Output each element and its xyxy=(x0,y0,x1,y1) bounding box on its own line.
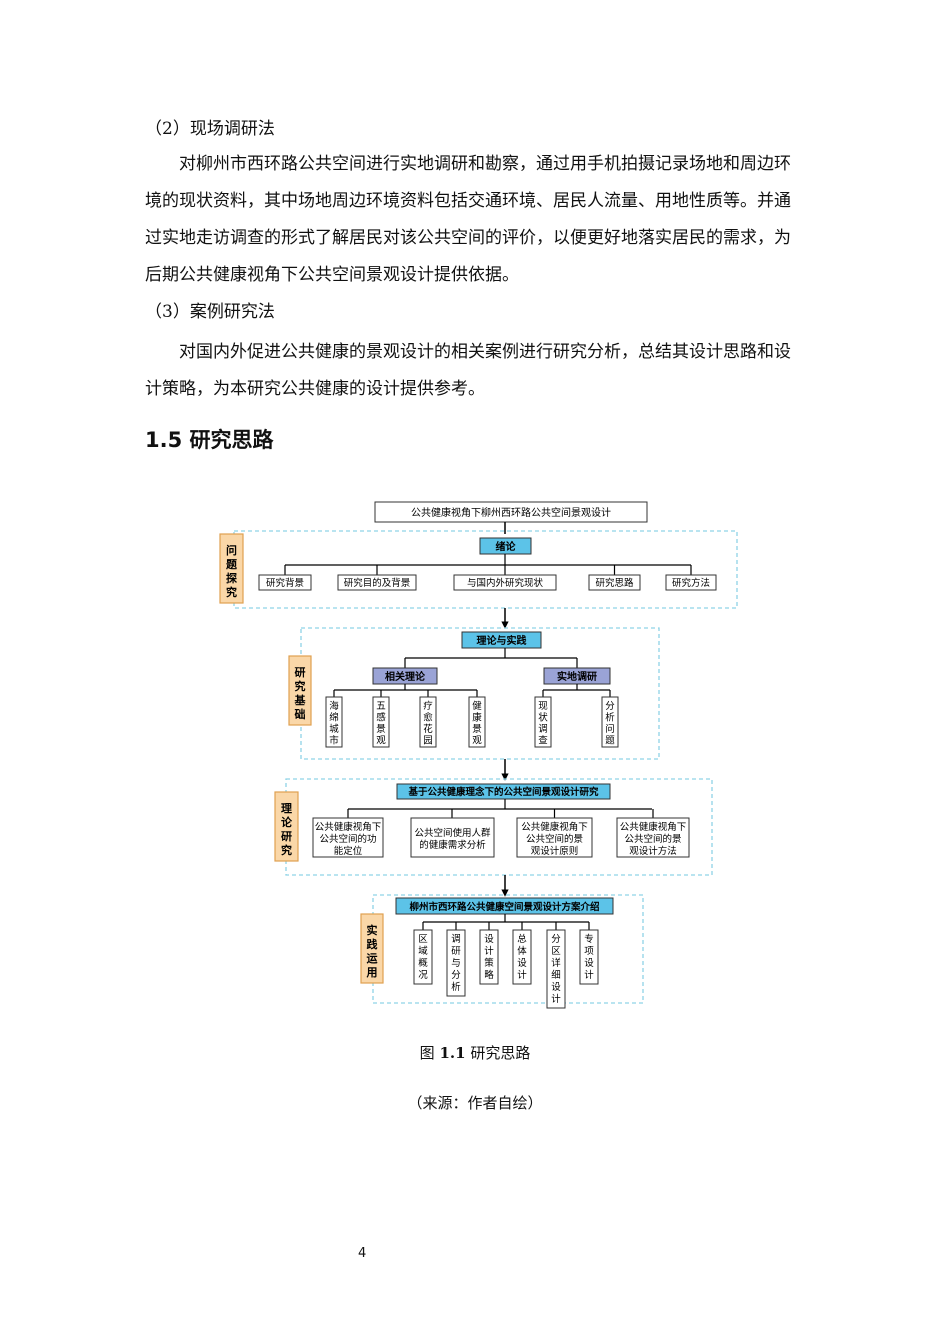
section-3-title: （3）案例研究法 xyxy=(145,302,275,322)
stage-3-head: 基于公共健康理念下的公共空间景观设计研究 xyxy=(396,783,611,800)
stage-4-item-text: 区域概况 xyxy=(418,934,428,981)
stage-3-label: 理论研究 xyxy=(274,791,299,862)
page-number: 4 xyxy=(358,1246,367,1261)
stage-2-item: 健康景观 xyxy=(468,690,486,748)
svg-text:研究背景: 研究背景 xyxy=(266,577,304,589)
svg-text:理论与实践: 理论与实践 xyxy=(477,634,527,647)
stage-3-item: 公共健康视角下公共空间的景观设计方法 xyxy=(616,809,690,858)
stage-3-item: 公共健康视角下公共空间的功能定位 xyxy=(312,809,384,858)
stage-2-item-text: 海绵城市 xyxy=(329,700,339,747)
svg-text:与国内外研究现状: 与国内外研究现状 xyxy=(467,577,544,589)
stage-4-item-text: 专项设计 xyxy=(584,933,594,981)
stage-2-item-text: 健康景观 xyxy=(472,700,482,747)
stage-2-head: 理论与实践 xyxy=(461,631,542,649)
stage-2-subhead-field: 实地调研 xyxy=(543,667,611,685)
stage-2-item: 分析问题 xyxy=(601,690,619,748)
stage-4-item-text: 分区详细设计 xyxy=(551,934,561,1005)
section-2-body: 对柳州市西环路公共空间进行实地调研和勘察，通过用手机拍摄记录场地和周边环境的现状… xyxy=(145,154,791,285)
stage-1-item: 研究背景 xyxy=(258,565,312,591)
stage-4-item-text: 调研与分析 xyxy=(451,934,461,993)
stage-1-item: 研究目的及背景 xyxy=(337,565,417,591)
svg-text:研究基础: 研究基础 xyxy=(294,666,307,721)
svg-text:公共健康视角下公共空间的景观设计方法: 公共健康视角下公共空间的景观设计方法 xyxy=(620,821,687,857)
svg-text:实地调研: 实地调研 xyxy=(557,670,597,683)
stage-2-item: 现状调查 xyxy=(534,690,552,748)
svg-text:实践运用: 实践运用 xyxy=(367,923,378,979)
stage-4-label: 实践运用 xyxy=(360,913,384,984)
stage-4-item: 调研与分析 xyxy=(446,922,466,997)
stage-4-head: 柳州市西环路公共健康空间景观设计方案介绍 xyxy=(395,897,614,915)
svg-text:问题探究: 问题探究 xyxy=(226,543,238,599)
svg-text:柳州市西环路公共健康空间景观设计方案介绍: 柳州市西环路公共健康空间景观设计方案介绍 xyxy=(409,901,599,913)
svg-text:公共空间使用人群的健康需求分析: 公共空间使用人群的健康需求分析 xyxy=(414,827,491,851)
svg-text:绪论: 绪论 xyxy=(496,540,517,553)
stage-2-subhead-theory: 相关理论 xyxy=(372,667,438,685)
stage-1-head: 绪论 xyxy=(479,537,532,555)
stage-4-item-text: 总体设计 xyxy=(517,933,527,981)
stage-1-item: 研究方法 xyxy=(665,565,717,591)
svg-text:理论研究: 理论研究 xyxy=(281,802,293,857)
stage-4-item: 设计策略 xyxy=(479,922,499,985)
stage-2-item: 海绵城市 xyxy=(325,690,343,748)
svg-text:相关理论: 相关理论 xyxy=(385,670,426,683)
stage-4-item: 专项设计 xyxy=(579,922,599,985)
stage-3-item: 公共空间使用人群的健康需求分析 xyxy=(410,809,495,858)
section-3-body: 对国内外促进公共健康的景观设计的相关案例进行研究分析，总结其设计思路和设计策略，… xyxy=(145,342,791,399)
stage-1-label: 问题探究 xyxy=(219,533,244,604)
stage-4-item: 分区详细设计 xyxy=(546,922,566,1009)
stage-4-item: 区域概况 xyxy=(413,922,433,985)
stage-2-item: 五感景观 xyxy=(372,690,390,748)
svg-text:基于公共健康理念下的公共空间景观设计研究: 基于公共健康理念下的公共空间景观设计研究 xyxy=(407,786,599,798)
section-2-title: （2）现场调研法 xyxy=(145,119,275,139)
stage-2-label: 研究基础 xyxy=(288,655,312,726)
svg-text:公共健康视角下柳州西环路公共空间景观设计: 公共健康视角下柳州西环路公共空间景观设计 xyxy=(411,506,611,519)
stage-2-item-text: 现状调查 xyxy=(538,701,548,747)
stage-2-item-text: 五感景观 xyxy=(376,701,386,747)
stage-4-item-text: 设计策略 xyxy=(484,934,494,981)
stage-1-item: 与国内外研究现状 xyxy=(453,565,557,591)
svg-text:研究思路: 研究思路 xyxy=(595,577,634,589)
stage-2-item-text: 分析问题 xyxy=(605,701,615,747)
svg-text:研究目的及背景: 研究目的及背景 xyxy=(344,577,411,589)
stage-1-item: 研究思路 xyxy=(588,565,641,591)
stage-3-item: 公共健康视角下公共空间的景观设计原则 xyxy=(516,809,593,858)
svg-text:研究方法: 研究方法 xyxy=(672,577,710,589)
figure-source: （来源：作者自绘） xyxy=(407,1094,543,1112)
stage-4-item: 总体设计 xyxy=(512,922,532,985)
figure-caption: 图 1.1 研究思路 xyxy=(419,1044,531,1062)
svg-text:公共健康视角下公共空间的景观设计原则: 公共健康视角下公共空间的景观设计原则 xyxy=(521,821,588,857)
diagram-top-title: 公共健康视角下柳州西环路公共空间景观设计 xyxy=(374,501,648,523)
section-heading: 1.5 研究思路 xyxy=(145,428,274,452)
svg-text:公共健康视角下公共空间的功能定位: 公共健康视角下公共空间的功能定位 xyxy=(315,821,382,857)
stage-2-item: 疗愈花园 xyxy=(419,690,437,748)
stage-2-item-text: 疗愈花园 xyxy=(423,700,433,747)
